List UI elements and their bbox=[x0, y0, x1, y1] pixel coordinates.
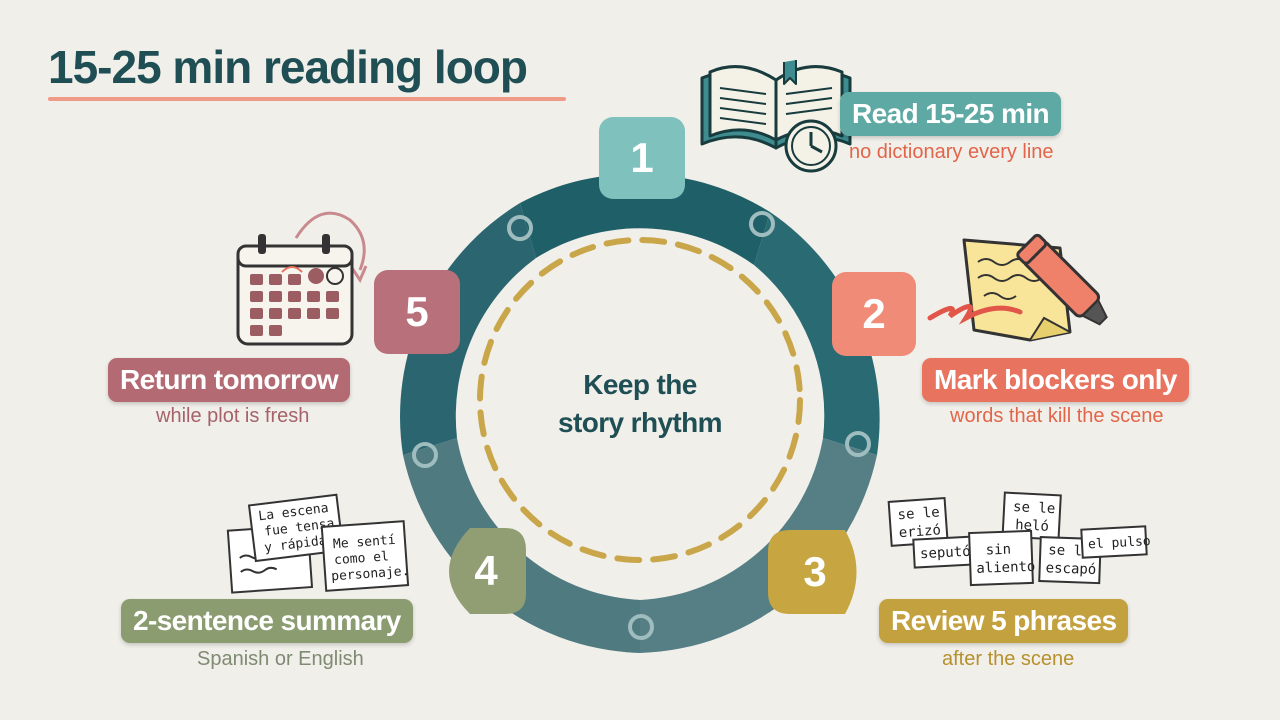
phrase-cards: se le erizó se le heló seputó sin alient… bbox=[887, 491, 1151, 587]
step-5-label: Return tomorrow bbox=[108, 358, 351, 402]
ring-segment-left bbox=[400, 203, 536, 455]
cycle-ring bbox=[400, 173, 880, 653]
ring-joint bbox=[845, 431, 871, 457]
clock-icon bbox=[784, 119, 838, 173]
summary-card-text: como el bbox=[334, 549, 390, 568]
phrase-card-text: escapó bbox=[1045, 560, 1096, 578]
cycle-center-label: Keep the story rhythm bbox=[520, 366, 760, 442]
title-underline bbox=[48, 97, 566, 101]
ring-joint bbox=[749, 211, 775, 237]
ring-segment-bottom-left bbox=[403, 438, 640, 653]
step-5-number: 5 bbox=[405, 288, 429, 335]
step-1-badge bbox=[599, 117, 685, 199]
step-1-number: 1 bbox=[630, 134, 654, 181]
phrase-card-text: sin bbox=[985, 542, 1011, 559]
calendar-icon bbox=[236, 211, 368, 346]
step-2-badge bbox=[832, 272, 916, 356]
ring-segment-right bbox=[754, 212, 880, 455]
step-3-sub: after the scene bbox=[942, 648, 1075, 670]
summary-cards: La escena fue tensa y rápida. Me sentí c… bbox=[226, 493, 410, 594]
step-5-badge bbox=[374, 270, 460, 354]
step-2-label: Mark blockers only bbox=[922, 358, 1189, 402]
ring-segment-bottom-right bbox=[640, 438, 877, 653]
step-1-sub: no dictionary every line bbox=[849, 141, 1054, 163]
step-4-sub: Spanish or English bbox=[197, 648, 364, 670]
step-2-number: 2 bbox=[862, 290, 886, 337]
step-2-sub: words that kill the scene bbox=[950, 405, 1164, 427]
step-3-label: Review 5 phrases bbox=[879, 599, 1129, 643]
inner-dashed-circle bbox=[477, 237, 803, 563]
summary-card-text: Me sentí bbox=[333, 533, 397, 552]
step-4-badge bbox=[449, 528, 526, 614]
page-title: 15-25 min reading loop bbox=[48, 41, 528, 93]
phrase-card-text: aliento bbox=[976, 559, 1036, 577]
step-3-number: 3 bbox=[803, 548, 827, 595]
ring-joint bbox=[507, 215, 533, 241]
open-book-icon bbox=[700, 60, 852, 150]
phrase-card-text: se le bbox=[1013, 499, 1056, 517]
ring-joint bbox=[628, 614, 654, 640]
step-1-label: Read 15-25 min bbox=[840, 92, 1062, 136]
phrase-card-text: erizó bbox=[898, 522, 941, 541]
center-label-line-1: Keep the bbox=[583, 369, 697, 400]
phrase-card-text: seputó bbox=[920, 544, 971, 563]
center-label-line-2: story rhythm bbox=[558, 407, 723, 438]
step-4-label: 2-sentence summary bbox=[121, 599, 413, 643]
ring-segment-top bbox=[520, 173, 770, 265]
phrase-card-text: se le bbox=[897, 504, 940, 523]
step-3-badge bbox=[768, 530, 857, 614]
ring-joint bbox=[412, 442, 438, 468]
summary-card-text: personaje. bbox=[331, 564, 410, 584]
step-4-number: 4 bbox=[474, 547, 498, 594]
phrase-card-text: el pulso bbox=[1088, 534, 1151, 552]
step-5-sub: while plot is fresh bbox=[156, 405, 310, 427]
sticky-note-highlighter-icon bbox=[927, 233, 1108, 342]
phrase-card-text: se le bbox=[1048, 542, 1091, 559]
